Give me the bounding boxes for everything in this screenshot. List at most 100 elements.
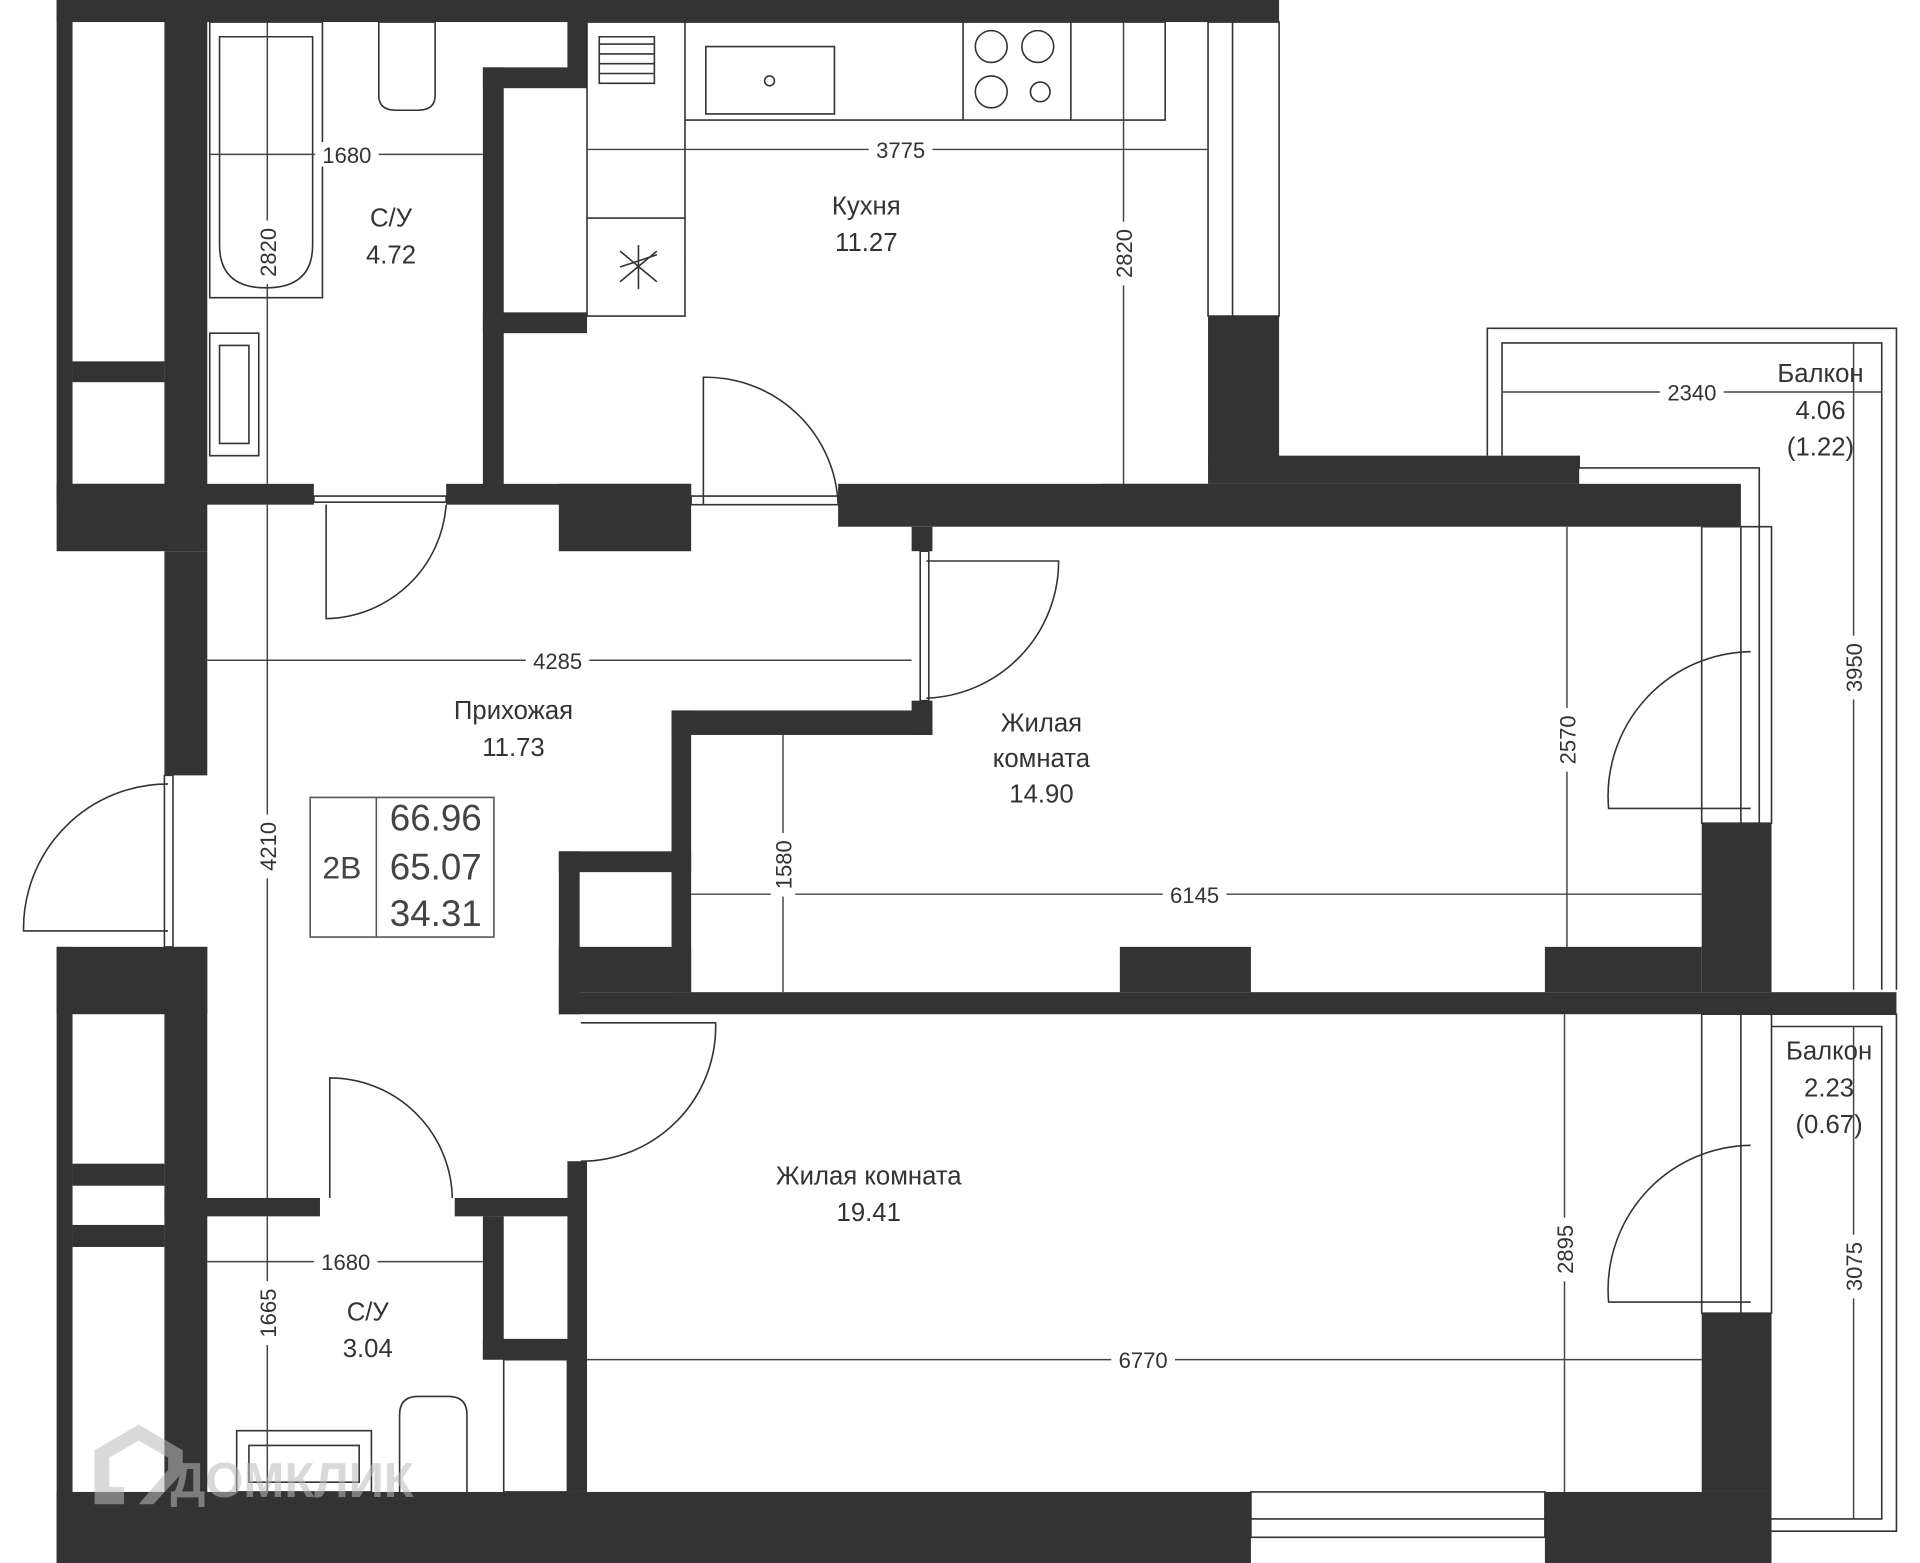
dimension-label-bg bbox=[315, 142, 379, 167]
wall bbox=[558, 851, 692, 873]
room-kitchen-area: 11.27 bbox=[835, 229, 897, 257]
unit-living-area: 34.31 bbox=[390, 893, 482, 934]
dim-kitchen-width: 3775 bbox=[876, 138, 925, 163]
wall bbox=[1544, 946, 1702, 993]
wall bbox=[558, 483, 692, 552]
wall bbox=[482, 1338, 588, 1360]
watermark-text: ДОМКЛИК bbox=[171, 1454, 414, 1508]
wall bbox=[558, 946, 692, 993]
dimension-label-bg bbox=[1554, 708, 1580, 772]
dimension-label-bg bbox=[255, 814, 280, 879]
wall bbox=[56, 483, 208, 552]
room-living2-name: Жилая комната bbox=[776, 1162, 962, 1190]
dim-room2-height: 2895 bbox=[1553, 1225, 1578, 1274]
wall bbox=[454, 1197, 588, 1217]
dimension-label-bg bbox=[255, 1281, 280, 1345]
room-bath1-name: С/У bbox=[370, 205, 413, 233]
room-living1-area: 14.90 bbox=[1009, 780, 1073, 808]
room-hall-name: Прихожая bbox=[454, 697, 573, 725]
dim-balcony2-height: 3075 bbox=[1842, 1242, 1867, 1291]
walls bbox=[56, 0, 1897, 1563]
wall bbox=[567, 0, 588, 74]
dimension-label-bg bbox=[1552, 1217, 1577, 1282]
dimension-lines: 1680 2820 3775 2820 2340 3950 4285 4210 6145 2570… bbox=[207, 22, 1882, 1519]
wall bbox=[1119, 946, 1251, 993]
room-balcony1-name: Балкон bbox=[1777, 360, 1863, 388]
doors bbox=[22, 376, 1751, 1303]
wall bbox=[911, 526, 933, 552]
wall bbox=[1544, 1491, 1772, 1563]
wall bbox=[72, 1224, 165, 1247]
dim-room2-width: 6770 bbox=[1119, 1348, 1168, 1373]
wall bbox=[164, 0, 208, 490]
unit-info-box: 2В 66.96 65.07 34.31 bbox=[309, 796, 495, 938]
dimension-label-bg bbox=[1111, 221, 1136, 286]
room-living1-name-1: Жилая bbox=[1001, 709, 1082, 737]
balconies bbox=[1486, 327, 1898, 1532]
house-logo-icon bbox=[94, 1424, 183, 1505]
dim-bath2-height: 1665 bbox=[256, 1289, 281, 1338]
dim-bath2-width: 1680 bbox=[321, 1250, 370, 1275]
dimension-label-bg bbox=[525, 647, 590, 673]
room-living2-area: 19.41 bbox=[837, 1199, 901, 1227]
windows bbox=[1207, 21, 1773, 1539]
dimension-label-bg bbox=[770, 832, 796, 897]
room-balcony2-area: 2.23 bbox=[1804, 1074, 1854, 1102]
dim-room1-width: 6145 bbox=[1170, 883, 1219, 908]
dim-bath1-width: 1680 bbox=[322, 143, 371, 168]
room-balcony2-coef: (0.67) bbox=[1795, 1111, 1862, 1139]
wall bbox=[1701, 1313, 1772, 1492]
wall bbox=[164, 946, 208, 1492]
dim-hall-height: 4210 bbox=[256, 822, 281, 871]
wall bbox=[567, 1161, 588, 1492]
dimension-label-bg bbox=[868, 137, 933, 162]
dim-balcony1-width: 2340 bbox=[1667, 381, 1716, 406]
wall bbox=[482, 67, 588, 89]
wall bbox=[72, 361, 165, 383]
dimension-label-bg bbox=[1111, 1347, 1175, 1372]
dimension-label-bg bbox=[1841, 1234, 1866, 1299]
wall bbox=[671, 710, 933, 735]
wall bbox=[56, 0, 1280, 23]
dim-room1-height: 2570 bbox=[1556, 715, 1581, 764]
wall bbox=[482, 1216, 504, 1360]
wall bbox=[72, 1163, 165, 1186]
room-balcony1-coef: (1.22) bbox=[1787, 434, 1854, 462]
wall bbox=[558, 992, 1897, 1015]
dimension-label-bg bbox=[255, 220, 280, 285]
wall bbox=[1208, 455, 1580, 484]
room-living1-name-2: комната bbox=[993, 745, 1091, 773]
wall bbox=[56, 946, 73, 1563]
wall bbox=[838, 483, 1741, 527]
watermark: ДОМКЛИК bbox=[94, 1424, 414, 1508]
fixtures bbox=[208, 21, 1166, 1493]
wall bbox=[164, 1197, 320, 1217]
dim-bath1-height: 2820 bbox=[256, 228, 281, 277]
wall bbox=[56, 1491, 1251, 1563]
wall bbox=[1701, 823, 1772, 993]
unit-total-area: 66.96 bbox=[390, 797, 482, 838]
room-kitchen-name: Кухня bbox=[832, 192, 901, 220]
wall bbox=[482, 312, 588, 334]
room-hall-area: 11.73 bbox=[482, 734, 544, 762]
wall bbox=[164, 551, 208, 776]
dimension-label-bg bbox=[313, 1249, 378, 1274]
wall bbox=[482, 67, 504, 490]
unit-area-without-balcony: 65.07 bbox=[390, 846, 482, 887]
dim-kitchen-height: 2820 bbox=[1112, 229, 1137, 278]
room-bath2-name: С/У bbox=[347, 1298, 390, 1326]
dim-room1-niche: 1580 bbox=[772, 840, 797, 889]
wall bbox=[1208, 316, 1280, 464]
dim-hall-width: 4285 bbox=[533, 649, 582, 674]
dimension-label-bg bbox=[1660, 379, 1724, 405]
room-balcony2-name: Балкон bbox=[1786, 1038, 1872, 1066]
dimension-label-bg bbox=[1162, 881, 1227, 907]
dimension-label-bg bbox=[1841, 635, 1866, 700]
dim-balcony1-height: 3950 bbox=[1842, 643, 1867, 692]
wall bbox=[56, 0, 73, 490]
room-bath2-area: 3.04 bbox=[343, 1335, 393, 1363]
room-bath1-area: 4.72 bbox=[366, 241, 416, 269]
room-balcony1-area: 4.06 bbox=[1795, 397, 1845, 425]
